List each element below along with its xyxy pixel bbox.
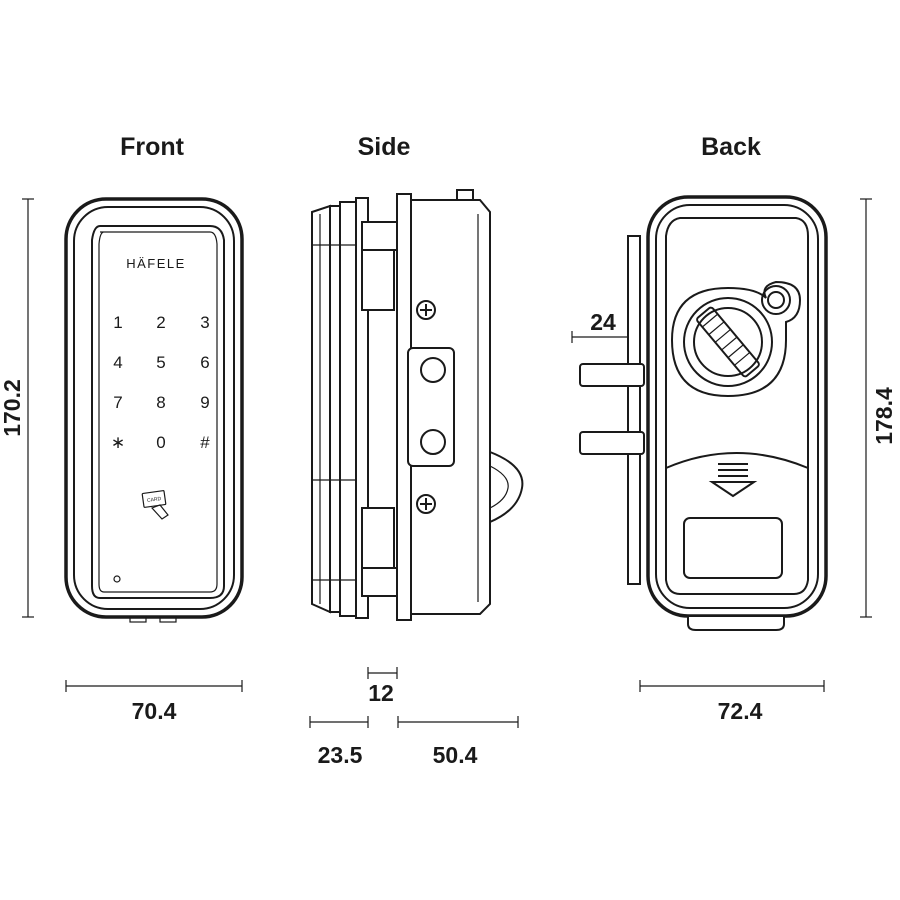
back-indicator (767, 291, 785, 309)
card-reader-icon: CARD (141, 490, 169, 520)
dim-back-height: 178.4 (860, 198, 897, 618)
dim-side-c: 50.4 (397, 716, 519, 768)
dim-back-width: 72.4 (639, 680, 825, 724)
key-hash[interactable]: # (200, 433, 210, 452)
key-8[interactable]: 8 (156, 393, 165, 412)
side-front-face (311, 204, 331, 614)
back-indicator-ring (761, 285, 791, 315)
back-outer-body (646, 195, 828, 618)
side-view (311, 189, 524, 621)
front-title: Front (120, 133, 185, 161)
back-label-window (683, 517, 783, 579)
side-clamp-bottom-inner (361, 507, 395, 569)
back-view (579, 195, 828, 631)
back-battery-cover-line (665, 452, 809, 469)
key-7[interactable]: 7 (113, 393, 122, 412)
side-clamp-top-inner (361, 249, 395, 311)
key-5[interactable]: 5 (156, 353, 165, 372)
back-title: Back (701, 133, 761, 161)
dim-front-width-label: 70.4 (132, 698, 177, 724)
dim-side-c-label: 50.4 (433, 742, 478, 768)
dim-front-height-label: 170.2 (0, 379, 25, 437)
screw-bottom-icon (416, 494, 436, 514)
side-front-shell (329, 205, 341, 613)
back-cylinder (670, 280, 802, 398)
dim-back-bolt: 24 (571, 309, 629, 343)
bottom-clip-left (129, 616, 147, 623)
back-inner-rim (655, 204, 819, 609)
back-bolt-upper (579, 363, 645, 387)
card-label: CARD (147, 496, 162, 504)
key-9[interactable]: 9 (200, 393, 209, 412)
side-top-tab (456, 189, 474, 201)
back-mount-strip (627, 235, 641, 585)
back-battery-latch (687, 615, 785, 631)
key-2[interactable]: 2 (156, 313, 165, 332)
dim-side-b: 23.5 (309, 716, 369, 768)
key-4[interactable]: 4 (113, 353, 122, 372)
side-title: Side (358, 133, 411, 161)
key-star[interactable]: ∗ (111, 433, 125, 452)
front-view: HÄFELE 1 2 3 4 5 6 7 8 9 ∗ 0 # CARD (64, 197, 244, 623)
back-cover (665, 217, 809, 595)
brand-logo: HÄFELE (126, 256, 186, 271)
dim-side-a-label: 12 (368, 680, 394, 706)
front-inner-rim (73, 206, 235, 610)
dim-back-width-label: 72.4 (718, 698, 763, 724)
side-thumb-knob (489, 450, 524, 524)
dim-back-bolt-label: 24 (590, 309, 616, 335)
dim-side-a: 12 (367, 667, 398, 706)
back-thumb-turn[interactable] (696, 306, 760, 378)
side-gasket (339, 201, 357, 617)
key-3[interactable]: 3 (200, 313, 209, 332)
push-arrow-icon (708, 463, 758, 498)
side-bolt-upper (420, 357, 446, 383)
dim-front-width: 70.4 (65, 680, 243, 724)
key-0[interactable]: 0 (156, 433, 165, 452)
front-glass-panel (91, 225, 225, 599)
side-bolt-lower (420, 429, 446, 455)
dim-back-height-label: 178.4 (871, 387, 897, 445)
front-outer-body (64, 197, 244, 619)
dim-side-b-label: 23.5 (318, 742, 363, 768)
key-6[interactable]: 6 (200, 353, 209, 372)
keypad: 1 2 3 4 5 6 7 8 9 ∗ 0 # (111, 313, 210, 452)
front-panel-inner (98, 231, 218, 593)
screw-top-icon (416, 300, 436, 320)
back-bolt-lower (579, 431, 645, 455)
bottom-clip-right (159, 616, 177, 623)
key-1[interactable]: 1 (113, 313, 122, 332)
dim-front-height: 170.2 (0, 198, 34, 618)
status-led (113, 575, 121, 583)
